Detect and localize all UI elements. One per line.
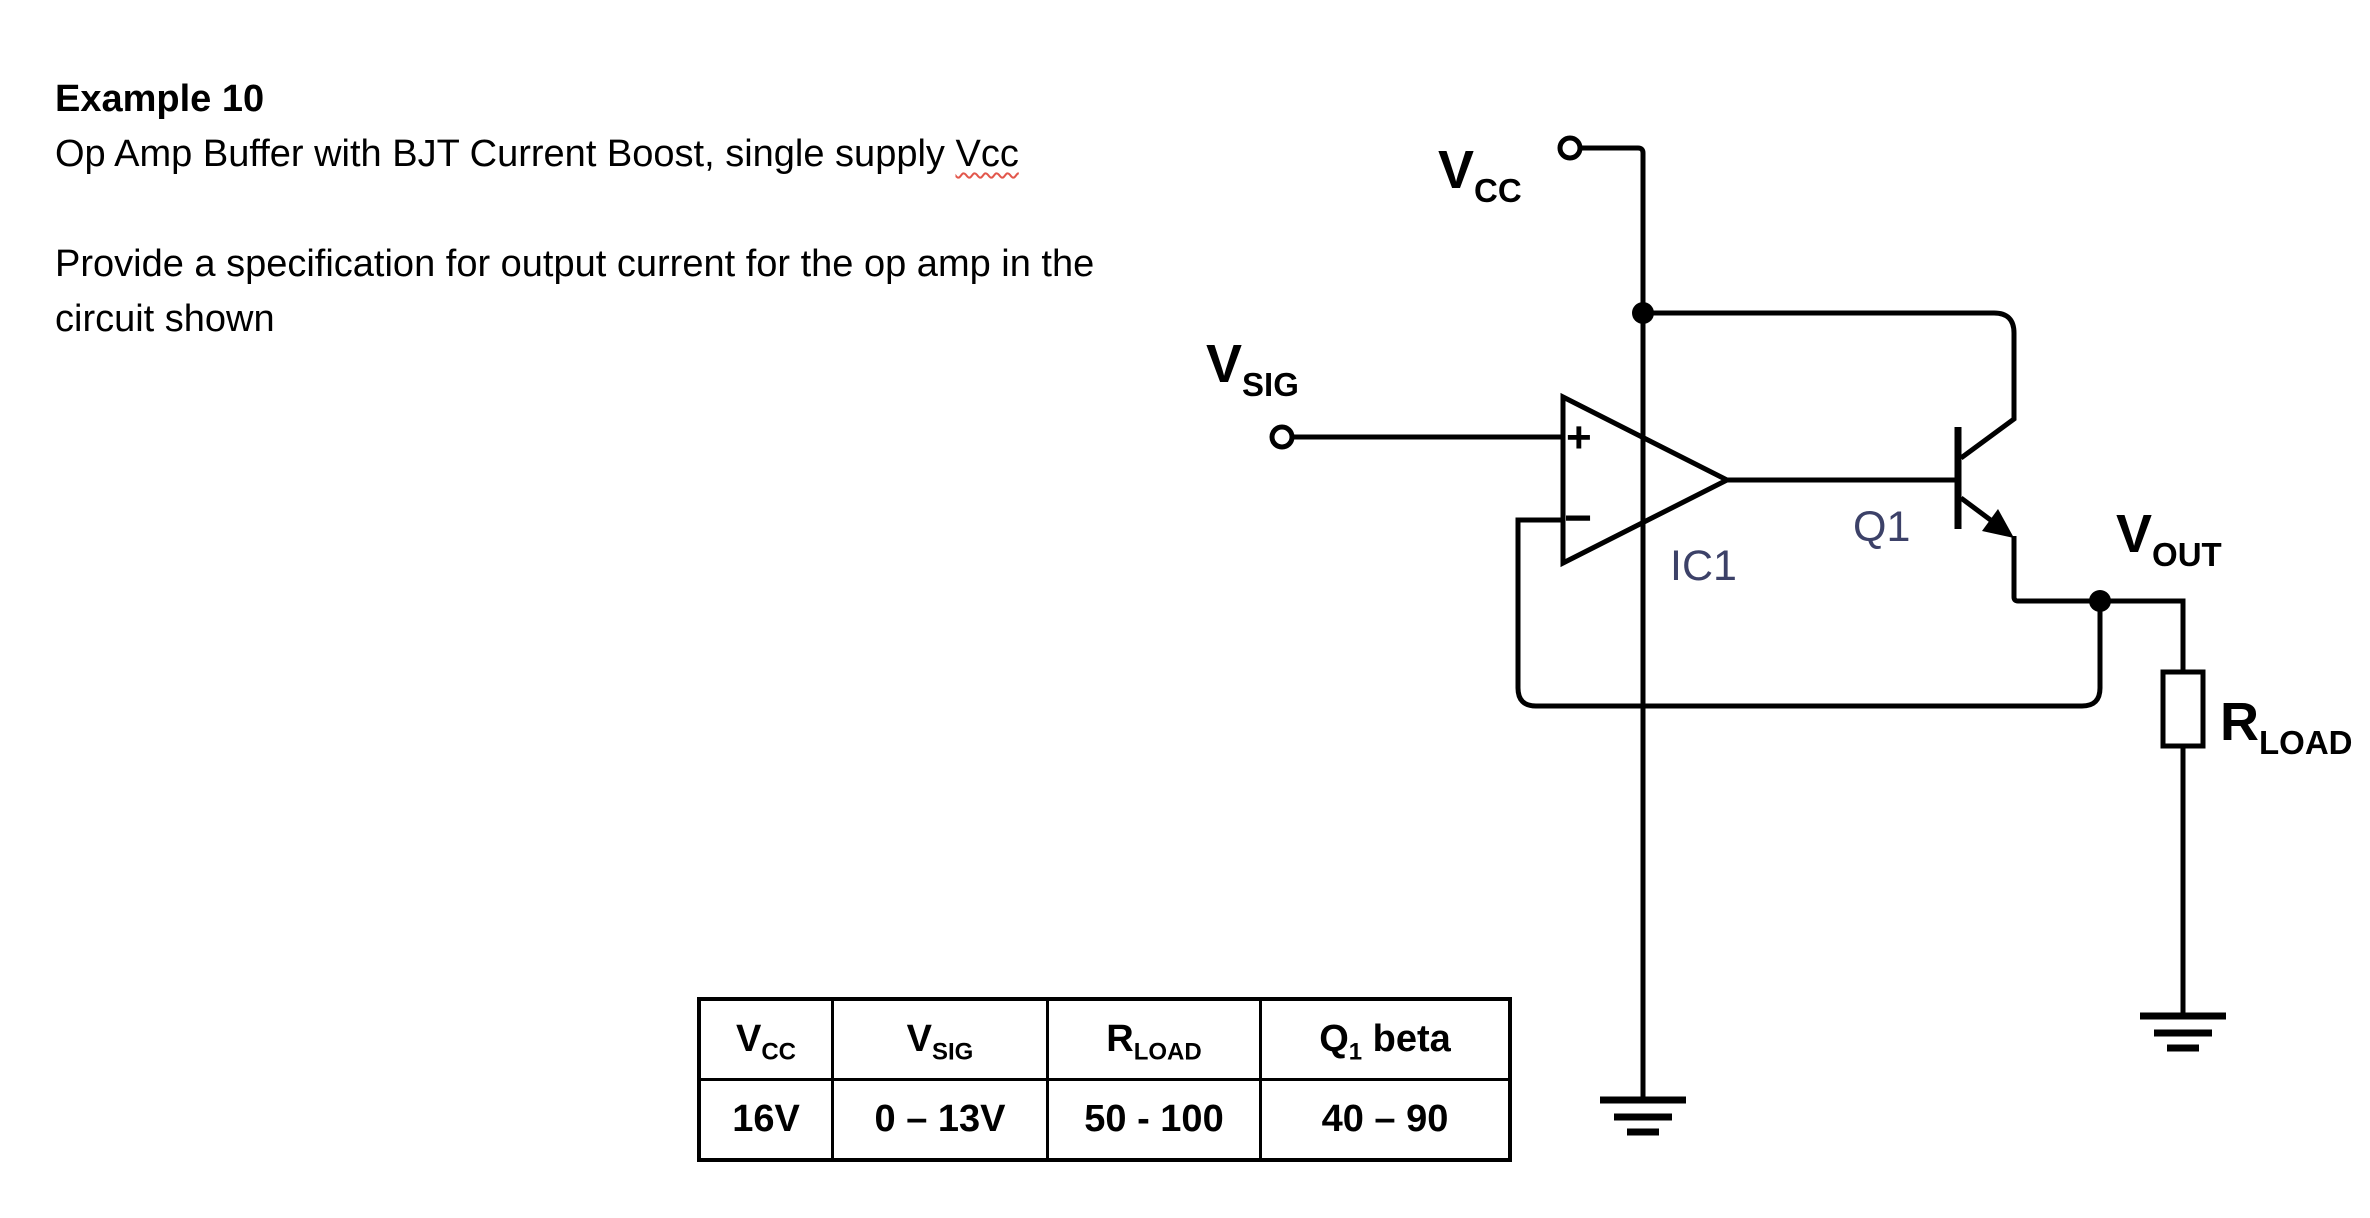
ground-symbol-left <box>1600 1096 1686 1136</box>
table-cell-rload-value: 50 - 100 <box>1046 1078 1262 1162</box>
bjt-transistor-symbol <box>1954 427 2014 538</box>
table-cell-vsig-value: 0 – 13V <box>831 1078 1049 1162</box>
example-subtitle: Op Amp Buffer with BJT Current Boost, si… <box>55 127 1094 182</box>
vsig-label: VSIG <box>1206 334 1299 403</box>
subtitle-text: Op Amp Buffer with BJT Current Boost, si… <box>55 133 956 175</box>
rload-resistor-symbol <box>2160 669 2206 749</box>
vcc-junction-node <box>1632 302 1654 324</box>
emitter-output-wire <box>2011 536 2186 672</box>
subtitle-vcc-flagged-word: Vcc <box>955 133 1019 175</box>
ground-symbol-right <box>2140 1012 2226 1052</box>
table-header-q1-beta: Q1 beta <box>1259 997 1512 1081</box>
table-header-rload: RLOAD <box>1046 997 1262 1081</box>
vout-junction-node <box>2089 590 2111 612</box>
table-header-row: VCC VSIG RLOAD Q1 beta <box>697 997 1512 1081</box>
bjt-emitter-arrow <box>1982 509 2014 538</box>
opamp-plus-input-sign: + <box>1566 413 1592 462</box>
vcc-supply-wire <box>1581 145 1646 1100</box>
feedback-wire <box>1515 517 2103 709</box>
collector-rail-wire <box>1643 310 2017 461</box>
opamp-minus-input-sign: − <box>1564 492 1592 545</box>
table-cell-q1-beta-value: 40 – 90 <box>1259 1078 1512 1162</box>
table-cell-vcc-value: 16V <box>697 1078 834 1162</box>
vsig-terminal <box>1269 424 1295 450</box>
vcc-label: VCC <box>1438 140 1522 209</box>
parameter-table: VCC VSIG RLOAD Q1 beta 16V 0 – 13V 50 - … <box>697 997 1512 1162</box>
example-title: Example 10 <box>55 78 265 120</box>
vout-label: VOUT <box>2116 504 2222 573</box>
table-header-vsig: VSIG <box>831 997 1049 1081</box>
prompt-line-1: Provide a specification for output curre… <box>55 243 1095 285</box>
table-header-vcc: VCC <box>697 997 834 1081</box>
prompt-line-2: circuit shown <box>55 298 275 340</box>
opamp-ref-label: IC1 <box>1670 542 1737 590</box>
transistor-ref-label: Q1 <box>1853 503 1910 551</box>
rload-label: RLOAD <box>2220 692 2353 761</box>
opamp-symbol <box>1560 392 1733 568</box>
table-value-row: 16V 0 – 13V 50 - 100 40 – 90 <box>697 1078 1512 1162</box>
vcc-terminal <box>1557 135 1583 161</box>
problem-text-block: Example 10 Op Amp Buffer with BJT Curren… <box>55 72 1094 347</box>
